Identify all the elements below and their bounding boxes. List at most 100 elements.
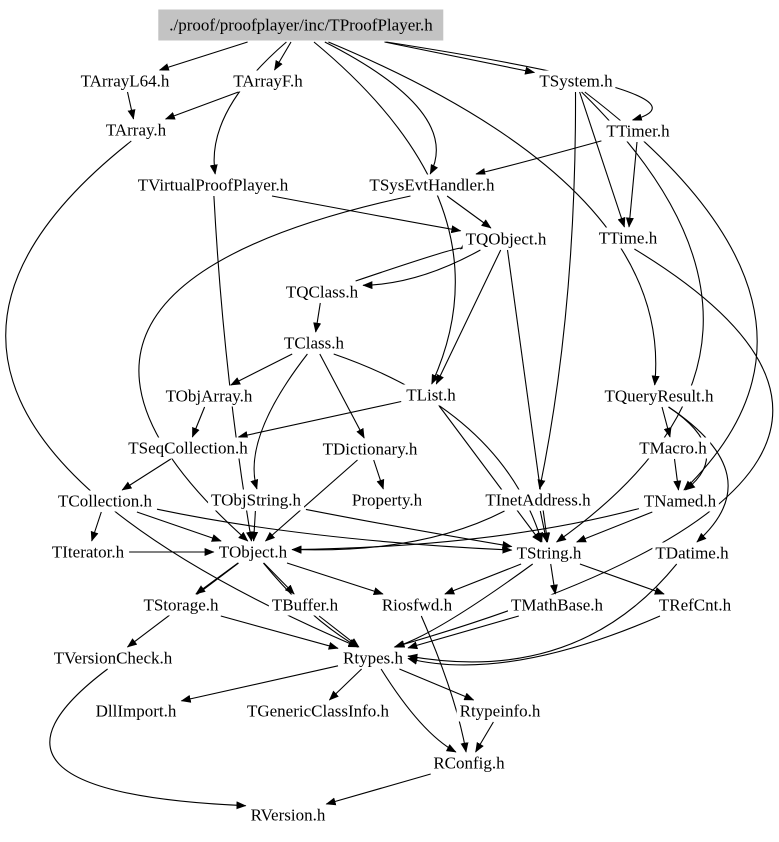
edge-root-to-tqueryresult	[328, 41, 660, 386]
edge-tclass-to-tobjarray	[230, 353, 293, 386]
edge-tcollection-to-tobject	[136, 511, 222, 542]
edge-rtypes-to-tgenericclassinfo	[328, 668, 362, 701]
edge-tinetaddress-to-tobject	[291, 510, 505, 554]
node-rtypes[interactable]: Rtypes.h	[340, 647, 406, 669]
edge-rtypes-to-rconfig	[380, 668, 457, 753]
edge-tsystem-to-tstring	[556, 91, 704, 543]
node-tseqcollection[interactable]: TSeqCollection.h	[125, 437, 251, 459]
edge-tseqcollection-to-tcollection	[121, 458, 172, 491]
node-ttime[interactable]: TTime.h	[595, 227, 661, 249]
edge-tlist-to-tstring	[438, 405, 542, 543]
edge-tclass-to-tobjstring	[250, 353, 308, 490]
root-node-root[interactable]: ./proof/proofplayer/inc/TProofPlayer.h	[158, 9, 444, 41]
node-rtypeinfo[interactable]: Rtypeinfo.h	[456, 700, 544, 722]
edge-tqclass-to-tclass	[313, 302, 322, 333]
node-titerator[interactable]: TIterator.h	[48, 541, 128, 563]
node-rconfig[interactable]: RConfig.h	[430, 752, 508, 774]
edge-rtypes-to-dllimport	[180, 665, 339, 703]
edge-tobjarray-to-tseqcollection	[191, 406, 206, 438]
edge-tbuffer-to-rtypes	[318, 615, 360, 648]
node-ttimer[interactable]: TTimer.h	[603, 120, 673, 142]
edge-tclass-to-tdictionary	[319, 353, 365, 439]
edge-tstorage-to-rtypes	[220, 615, 339, 650]
node-tversioncheck[interactable]: TVersionCheck.h	[50, 647, 176, 669]
node-trefcnt[interactable]: TRefCnt.h	[655, 594, 735, 616]
edge-tvirtualproofplayer-to-tqobject	[271, 195, 462, 234]
edge-rtypes-to-rtypeinfo	[399, 668, 475, 701]
node-rversion[interactable]: RVersion.h	[247, 804, 329, 826]
node-tvirtualproofplayer[interactable]: TVirtualProofPlayer.h	[134, 174, 292, 196]
node-tdatime[interactable]: TDatime.h	[652, 542, 732, 564]
node-tqclass[interactable]: TQClass.h	[282, 281, 362, 303]
edge-ttimer-to-ttime	[625, 141, 638, 228]
node-tmathbase[interactable]: TMathBase.h	[507, 594, 607, 616]
edge-tqclass-to-tqobject	[355, 239, 471, 282]
edge-tobject-to-tbuffer	[263, 562, 295, 595]
edge-riosfwd-to-rconfig	[420, 615, 469, 753]
edge-root-to-tsystem	[384, 41, 536, 75]
edge-tarrayl64-to-tarray	[126, 91, 136, 120]
edge-tdictionary-to-tobject	[264, 459, 358, 542]
node-tobjstring[interactable]: TObjString.h	[208, 489, 304, 511]
node-property[interactable]: Property.h	[348, 489, 426, 511]
node-tstring[interactable]: TString.h	[513, 542, 585, 564]
edge-tarray-to-rtypes	[5, 140, 359, 648]
node-tstorage[interactable]: TStorage.h	[140, 594, 222, 616]
edge-tnamed-to-tobject	[291, 508, 640, 554]
node-tgenericclassinfo[interactable]: TGenericClassInfo.h	[243, 700, 393, 722]
edge-tsysevthandler-to-tobject	[138, 195, 411, 542]
node-tcollection[interactable]: TCollection.h	[55, 490, 155, 512]
node-tlist[interactable]: TList.h	[403, 384, 459, 406]
node-tinetaddress[interactable]: TInetAddress.h	[482, 489, 594, 511]
edge-tobjstring-to-tstring	[305, 508, 513, 549]
node-tnamed[interactable]: TNamed.h	[640, 490, 720, 512]
edge-tobjstring-to-tobject	[250, 510, 259, 542]
node-tarrayf[interactable]: TArrayF.h	[230, 70, 306, 92]
node-tarrayl64[interactable]: TArrayL64.h	[77, 70, 173, 92]
edge-tstring-to-riosfwd	[444, 563, 522, 595]
node-tqobject[interactable]: TQObject.h	[462, 228, 550, 250]
node-tmacro[interactable]: TMacro.h	[636, 437, 710, 459]
node-tclass[interactable]: TClass.h	[281, 332, 347, 354]
edge-tinetaddress-to-tstring	[539, 510, 549, 543]
edge-tstring-to-trefcnt	[579, 563, 665, 595]
node-dllimport[interactable]: DllImport.h	[92, 700, 180, 722]
edge-tdictionary-to-property	[373, 459, 385, 490]
node-tobjarray[interactable]: TObjArray.h	[162, 385, 256, 407]
edge-root-to-tsysevthandler	[324, 41, 439, 175]
edge-tsystem-to-tinetaddress	[537, 91, 577, 490]
edge-root-to-tlist	[313, 41, 456, 385]
node-tdictionary[interactable]: TDictionary.h	[319, 438, 421, 460]
edge-tobject-to-riosfwd	[286, 562, 384, 595]
edge-tcollection-to-tstring	[156, 508, 513, 554]
edge-tmacro-to-tnamed	[673, 458, 682, 491]
edge-tnamed-to-tstring	[576, 511, 653, 543]
edge-tstring-to-tmathbase	[549, 563, 558, 595]
edge-root-to-tarrayf	[274, 41, 292, 71]
edge-tdatime-to-rtypes	[407, 563, 678, 663]
edge-tsystem-to-ttime	[579, 91, 626, 228]
node-riosfwd[interactable]: Riosfwd.h	[378, 594, 456, 616]
edge-tcollection-to-titerator	[90, 511, 102, 542]
node-tsysevthandler[interactable]: TSysEvtHandler.h	[366, 174, 498, 196]
edge-tversioncheck-to-rversion	[49, 668, 247, 810]
node-tobject[interactable]: TObject.h	[215, 541, 291, 563]
edge-ttimer-to-tsysevthandler	[475, 140, 602, 176]
edge-tarrayf-to-tarray	[164, 91, 239, 120]
edge-ttime-to-rtypes	[393, 248, 774, 649]
edge-tlist-to-tseqcollection	[237, 400, 402, 439]
node-tsystem[interactable]: TSystem.h	[536, 70, 616, 92]
edge-tsysevthandler-to-tqobject	[446, 195, 492, 229]
node-tqueryresult[interactable]: TQueryResult.h	[601, 385, 717, 407]
edge-tsystem-to-tnamed	[584, 91, 758, 491]
node-tarray[interactable]: TArray.h	[102, 119, 170, 141]
edge-root-to-tvirtualproofplayer	[209, 41, 287, 175]
node-tbuffer[interactable]: TBuffer.h	[268, 594, 342, 616]
edge-tqobject-to-tqclass	[362, 249, 481, 290]
edge-rtypeinfo-to-rconfig	[475, 721, 494, 753]
edge-root-to-ttimer	[386, 41, 653, 122]
edge-tqobject-to-tlist	[435, 249, 502, 385]
edge-tmathbase-to-rtypes	[407, 615, 519, 650]
